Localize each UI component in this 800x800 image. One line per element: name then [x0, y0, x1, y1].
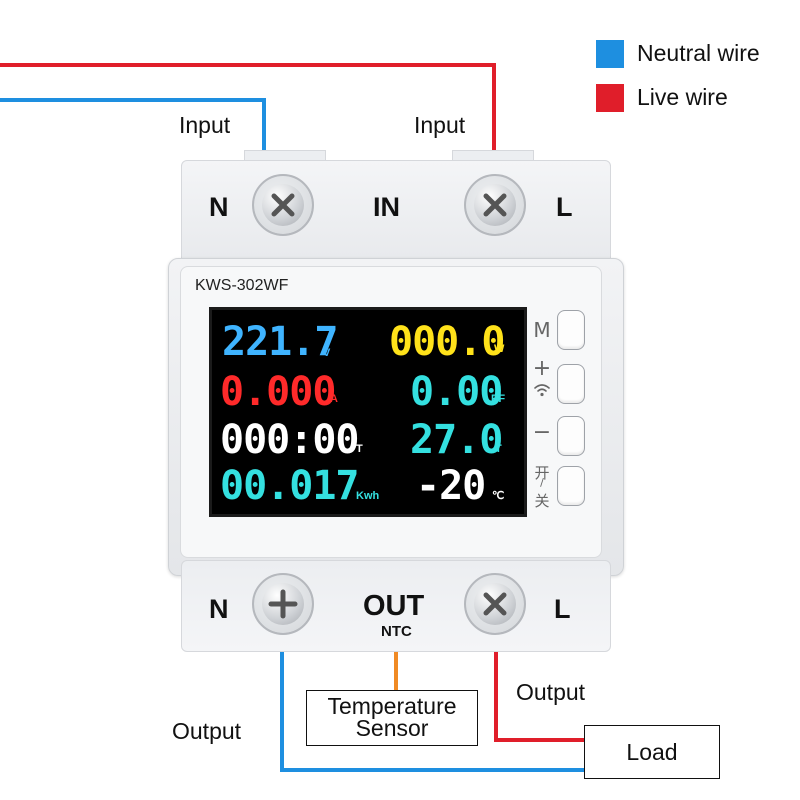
top-terminal-n-label: N — [209, 192, 229, 222]
power-button-label-slash: / — [540, 476, 544, 489]
current-unit: A — [330, 393, 338, 405]
neutral-output-wire-v — [280, 648, 284, 772]
live-input-wire-h — [0, 63, 496, 67]
power-button-label-top: 开 — [534, 464, 550, 482]
live-wire-label: Live wire — [637, 84, 728, 110]
neutral-wire-label: Neutral wire — [637, 40, 760, 66]
ntc-label: NTC — [381, 623, 412, 640]
m-button-label: M — [533, 318, 551, 342]
neutral-input-wire-h — [0, 98, 266, 102]
power-button[interactable] — [557, 466, 585, 506]
output-right-label: Output — [516, 679, 586, 705]
energy-unit: Kwh — [356, 490, 380, 502]
bottom-right-screw-icon[interactable] — [464, 573, 526, 635]
power-factor-value: 0.00 — [410, 369, 503, 415]
time-unit: T — [356, 443, 363, 455]
minus-button[interactable] — [557, 416, 585, 456]
temperature-value: 27.0 — [410, 417, 503, 463]
m-button[interactable] — [557, 310, 585, 350]
top-left-screw-icon[interactable] — [252, 174, 314, 236]
neutral-input-wire-v — [262, 98, 266, 150]
live-output-wire-v — [494, 648, 498, 742]
output-left-label: Output — [172, 718, 242, 744]
power-value: 000.0 — [389, 319, 505, 365]
temperature-unit: T — [495, 443, 502, 455]
temperature-sensor-label-line2: Sensor — [355, 715, 429, 741]
voltage-unit: V — [323, 347, 331, 359]
top-terminal-l-label: L — [556, 192, 573, 222]
bottom-terminal-n-label: N — [209, 594, 229, 624]
wifi-icon — [532, 382, 552, 398]
live-wire-swatch — [596, 84, 624, 112]
bottom-terminal-out-label: OUT — [363, 590, 425, 622]
plus-button-label: + — [532, 356, 552, 381]
current-value: 0.000 — [220, 369, 336, 415]
temp-setting-value: -20 — [416, 463, 486, 509]
energy-value: 00.017 — [220, 463, 359, 509]
input-right-label: Input — [414, 112, 466, 138]
lcd-screen: 221.7 V 000.0 W 0.000 A 0.00 PF 000:00 T… — [209, 307, 527, 517]
top-tab-right — [452, 150, 534, 163]
top-tab-left — [244, 150, 326, 163]
minus-button-label: − — [532, 420, 552, 445]
live-output-wire-h — [494, 738, 586, 742]
neutral-output-wire-h — [280, 768, 586, 772]
voltage-value: 221.7 — [222, 319, 338, 365]
temp-setting-unit: ℃ — [492, 490, 505, 502]
load-box — [584, 725, 720, 779]
power-unit: W — [494, 343, 505, 355]
temperature-sensor-label-line1: Temperature — [327, 693, 457, 719]
power-button-label-bottom: 关 — [534, 492, 550, 510]
plus-button[interactable] — [557, 364, 585, 404]
input-left-label: Input — [179, 112, 231, 138]
neutral-wire-swatch — [596, 40, 624, 68]
bottom-terminal-l-label: L — [554, 594, 571, 624]
power-factor-unit: PF — [491, 393, 506, 405]
top-terminal-in-label: IN — [373, 192, 400, 222]
top-right-screw-icon[interactable] — [464, 174, 526, 236]
live-input-wire-v — [492, 63, 496, 150]
time-value: 000:00 — [220, 417, 359, 463]
temperature-sensor-box — [306, 690, 478, 746]
bottom-left-screw-icon[interactable] — [252, 573, 314, 635]
model-label: KWS-302WF — [195, 277, 289, 294]
ntc-wire — [394, 648, 398, 690]
load-label: Load — [626, 739, 678, 765]
